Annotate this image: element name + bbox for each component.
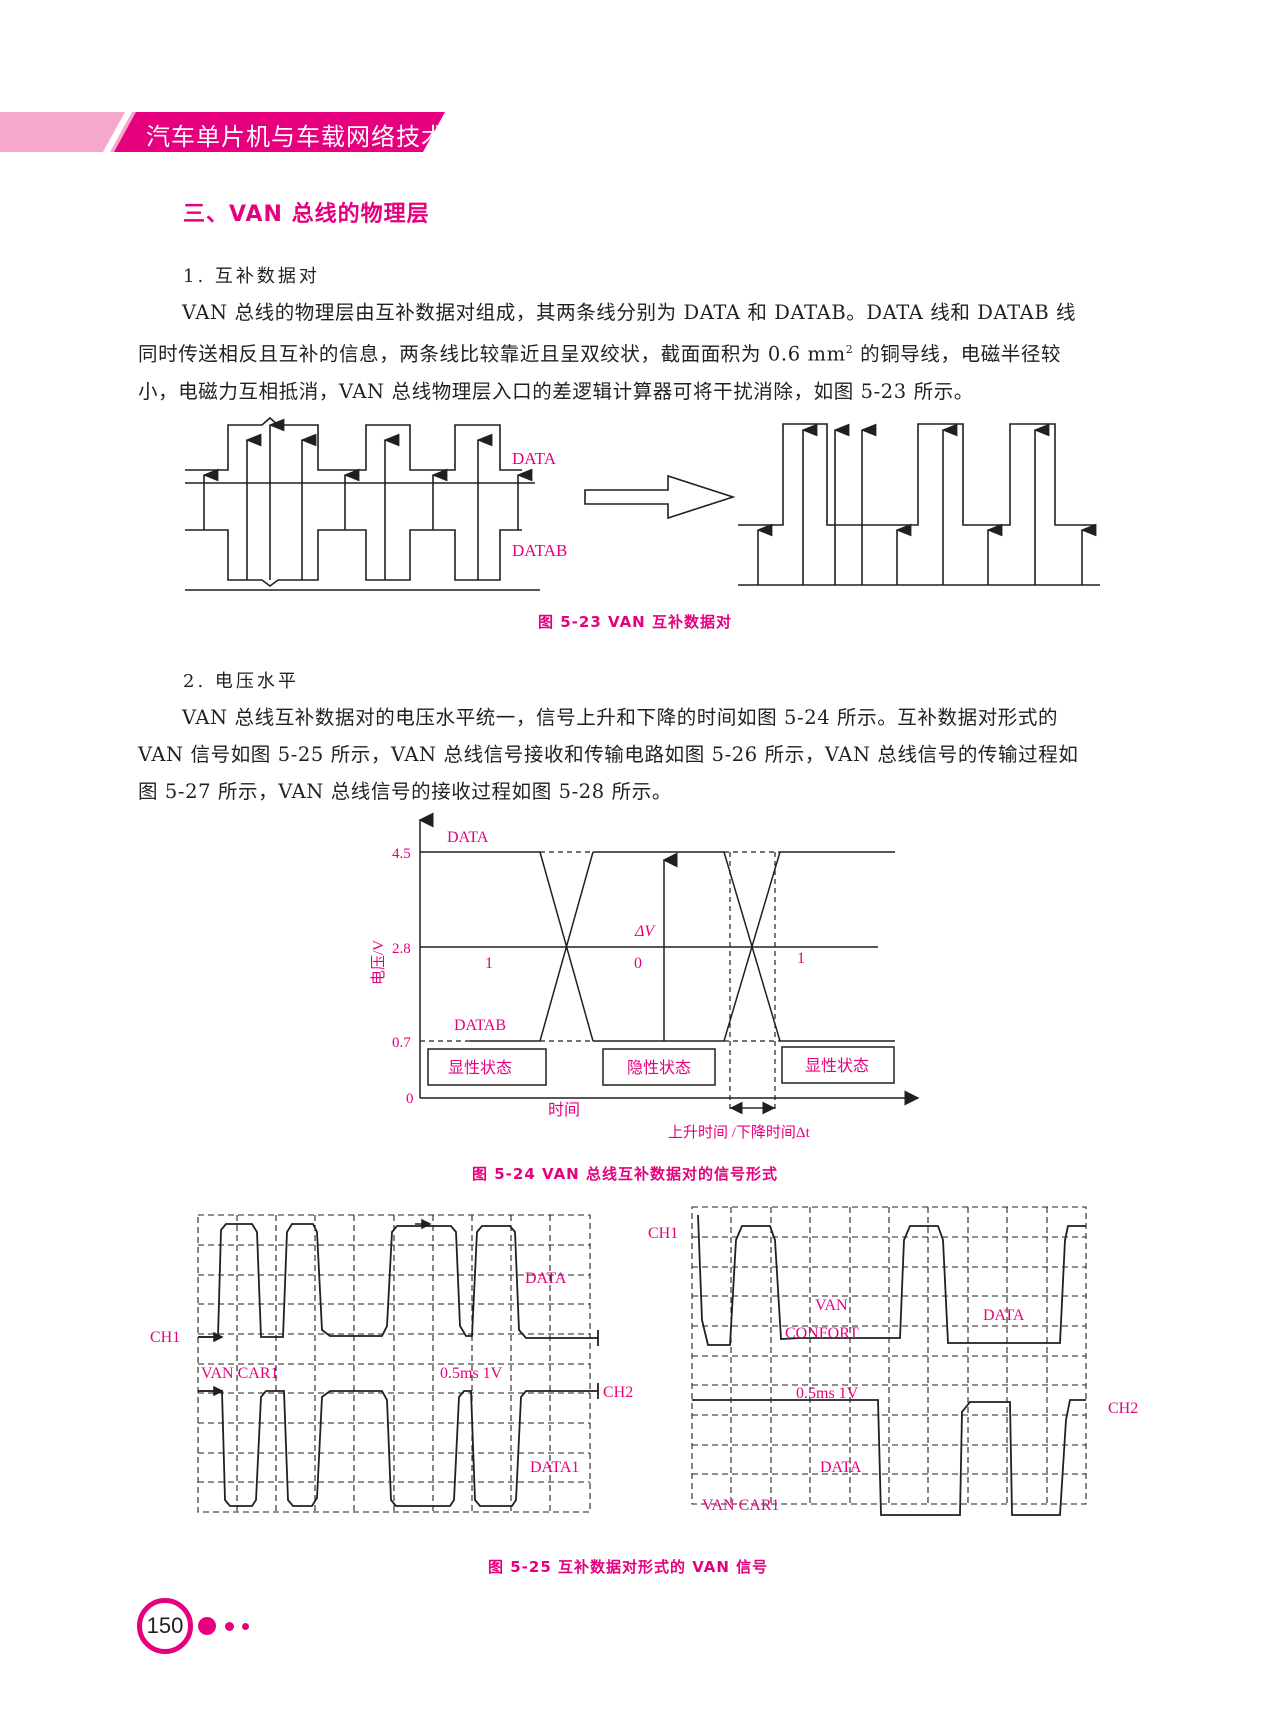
header-band (0, 112, 445, 152)
right-scale-label: 0.5ms 1V (796, 1385, 859, 1402)
fig523-label-data: DATA (512, 449, 557, 468)
footer-dot-large (198, 1617, 216, 1635)
y-tick-0: 0 (406, 1091, 414, 1107)
y-tick-2-8: 2.8 (392, 941, 411, 957)
paragraph-1-line-3: 小，电磁力互相抵消，VAN 总线物理层入口的差逻辑计算器可将干扰消除，如图 5-… (138, 379, 974, 403)
bit-label-1: 1 (485, 955, 493, 972)
paragraph-2-line-3: 图 5-27 所示，VAN 总线信号的接收过程如图 5-28 所示。 (138, 780, 672, 803)
fig524-caption: 图 5-24 VAN 总线互补数据对的信号形式 (472, 1165, 778, 1183)
scope-markers (198, 1218, 432, 1397)
paragraph-1-line-1: VAN 总线的物理层由互补数据对组成，其两条线分别为 DATA 和 DATAB。… (182, 301, 1077, 324)
footer-dot-small (242, 1623, 249, 1630)
fig523-label-datab: DATAB (512, 541, 567, 560)
fig523-caption: 图 5-23 VAN 互补数据对 (538, 613, 732, 631)
fig525-caption: 图 5-25 互补数据对形式的 VAN 信号 (488, 1558, 769, 1576)
fig523-left-waveforms (185, 416, 1100, 591)
state-box-2 (602, 1048, 716, 1086)
right-van-car-label: VAN CAR1 (702, 1497, 780, 1514)
rise-fall-label: 上升时间 /下降时间Δt (668, 1124, 811, 1141)
bit-label-2: 0 (634, 955, 642, 972)
left-ch1-label: CH1 (150, 1329, 180, 1346)
left-van-car-label: VAN CAR1 (201, 1365, 279, 1382)
paragraph-1-line-2: 同时传送相反且互补的信息，两条线比较靠近且呈双绞状，截面面积为 0.6 mm2 … (138, 342, 1062, 366)
right-van-label: VAN (815, 1297, 848, 1314)
paragraph-2-line-1: VAN 总线互补数据对的电压水平统一，信号上升和下降的时间如图 5-24 所示。… (182, 706, 1059, 729)
fig524-xlabel: 时间 (548, 1101, 580, 1119)
section-title: 三、VAN 总线的物理层 (183, 202, 430, 227)
scope-traces (198, 1214, 1086, 1516)
paragraph-2-line-2: VAN 信号如图 5-25 所示，VAN 总线信号接收和传输电路如图 5-26 … (138, 743, 1079, 766)
bit-label-3: 1 (797, 950, 805, 967)
right-ch1-label: CH1 (648, 1225, 678, 1242)
left-scale-label: 0.5ms 1V (440, 1365, 503, 1382)
fig524-label-data: DATA (447, 829, 489, 846)
subsection-title-1: 1. 互补数据对 (183, 266, 320, 287)
footer-dot-medium (225, 1622, 234, 1631)
state-label-1: 显性状态 (448, 1059, 512, 1077)
y-tick-0-7: 0.7 (392, 1035, 411, 1051)
state-box-1 (427, 1048, 547, 1086)
right-data-top-label: DATA (983, 1307, 1025, 1324)
state-label-2: 隐性状态 (627, 1059, 691, 1077)
right-data-bottom-label: DATA (820, 1459, 862, 1476)
fig524-delta-v: ΔV (634, 923, 656, 940)
state-box-3 (781, 1046, 895, 1084)
page-number: 150 (137, 1598, 193, 1654)
state-label-3: 显性状态 (805, 1057, 869, 1075)
y-tick-4-5: 4.5 (392, 846, 411, 862)
left-data1-label: DATA1 (530, 1459, 579, 1476)
fig524-label-datab: DATAB (454, 1017, 506, 1034)
right-confort-label: CONFORT (785, 1325, 859, 1342)
left-data-label: DATA (525, 1270, 567, 1287)
subsection-title-2: 2. 电压水平 (183, 671, 299, 692)
running-header: 汽车单片机与车载网络技术 (146, 123, 446, 151)
left-ch2-label: CH2 (603, 1384, 633, 1401)
paragraph-2: VAN 总线互补数据对的电压水平统一，信号上升和下降的时间如图 5-24 所示。… (138, 699, 1158, 810)
scope-grid-right (691, 1206, 1087, 1505)
paragraph-1: VAN 总线的物理层由互补数据对组成，其两条线分别为 DATA 和 DATAB。… (138, 294, 1158, 410)
fig524-ylabel: 电压/V (370, 940, 387, 985)
right-ch2-label: CH2 (1108, 1400, 1138, 1417)
